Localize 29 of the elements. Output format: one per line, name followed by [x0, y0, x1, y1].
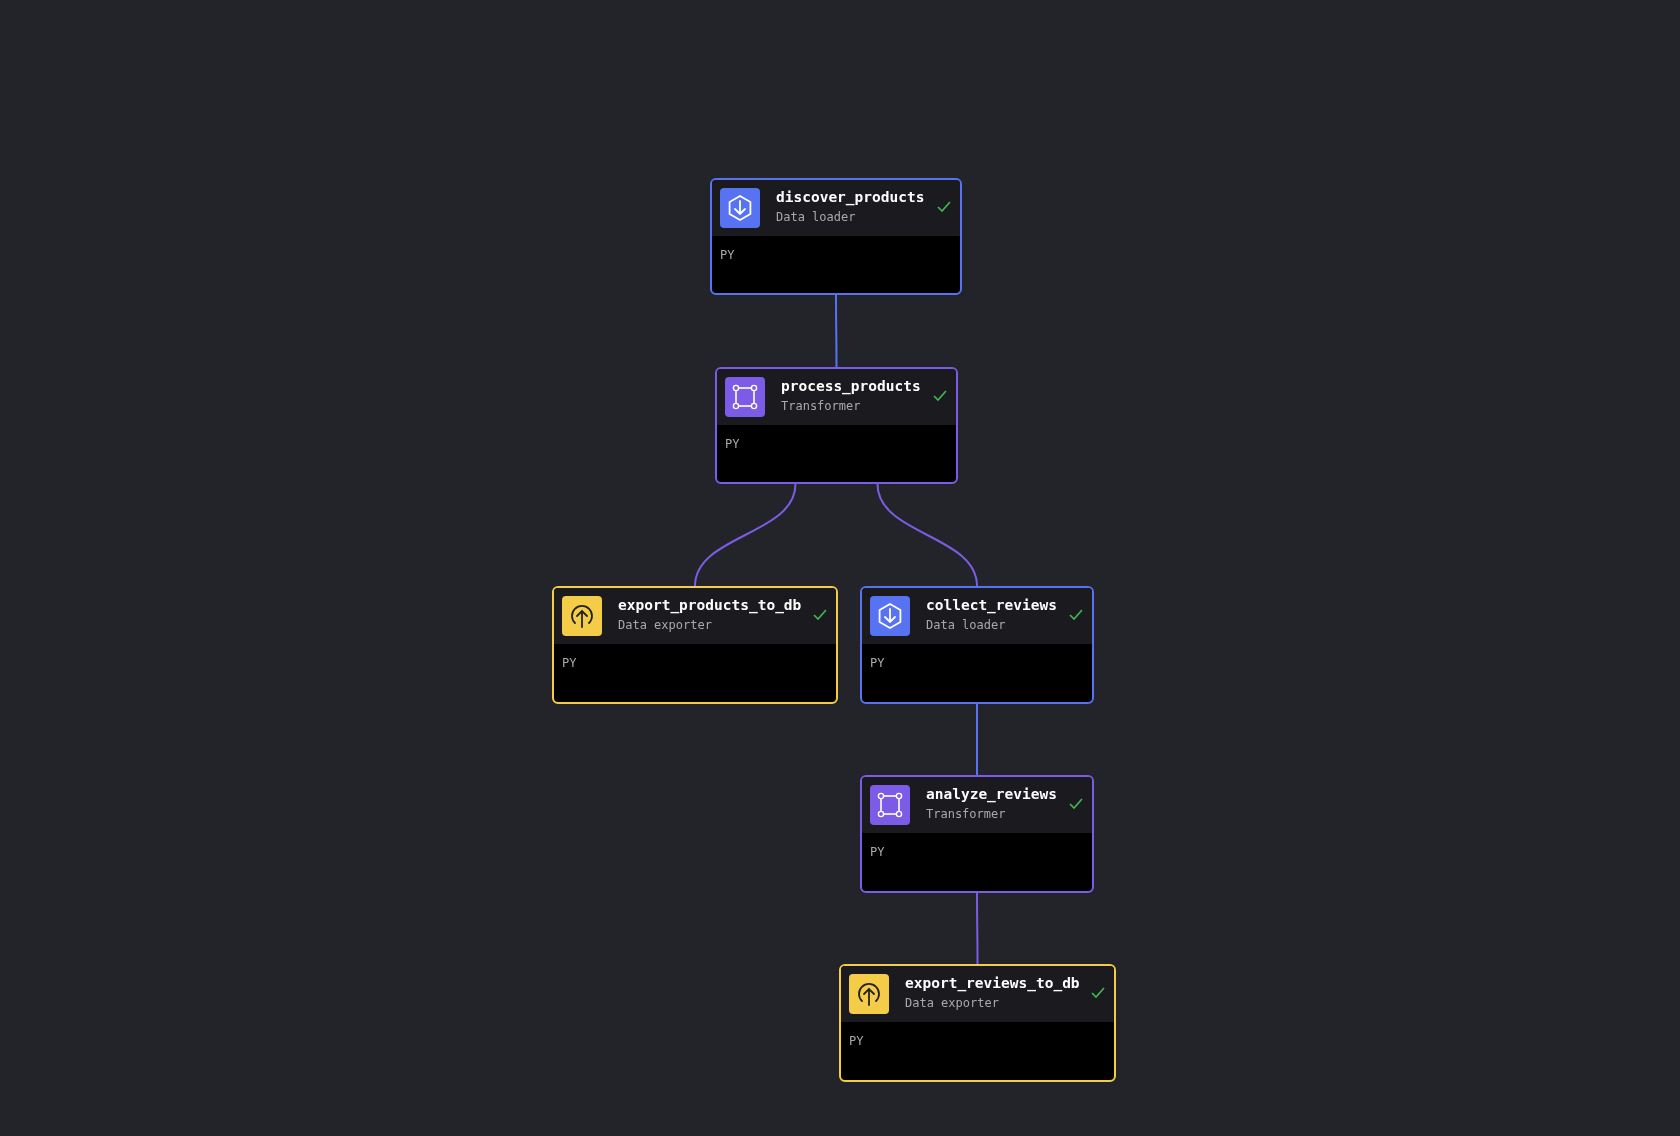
pipeline-block	[552, 586, 838, 704]
connector-line	[876, 483, 978, 587]
language-tag: PY	[562, 656, 577, 670]
pipeline-block	[860, 775, 1094, 893]
connector-line	[694, 483, 797, 587]
block-type: Data exporter	[618, 618, 712, 632]
language-tag: PY	[720, 248, 735, 262]
block-name: analyze_reviews	[926, 786, 1057, 802]
block-name: export_reviews_to_db	[905, 975, 1080, 991]
language-tag: PY	[725, 437, 740, 451]
connector-line	[976, 892, 979, 965]
block-type: Data loader	[776, 210, 856, 224]
block-name: collect_reviews	[926, 597, 1057, 613]
block-name: discover_products	[776, 189, 925, 205]
block-type: Data exporter	[905, 996, 999, 1010]
connector-line	[976, 703, 978, 776]
pipeline-block	[710, 178, 962, 295]
language-tag: PY	[849, 1034, 864, 1048]
block-type: Data loader	[926, 618, 1006, 632]
pipeline-block	[860, 586, 1094, 704]
language-tag: PY	[870, 845, 885, 859]
block-name: export_products_to_db	[618, 597, 802, 613]
block-name: process_products	[781, 378, 921, 394]
connector-line	[835, 294, 838, 368]
block-type: Transformer	[781, 399, 861, 413]
pipeline-block	[715, 367, 958, 484]
block-type: Transformer	[926, 807, 1006, 821]
pipeline-block	[839, 964, 1116, 1082]
language-tag: PY	[870, 656, 885, 670]
